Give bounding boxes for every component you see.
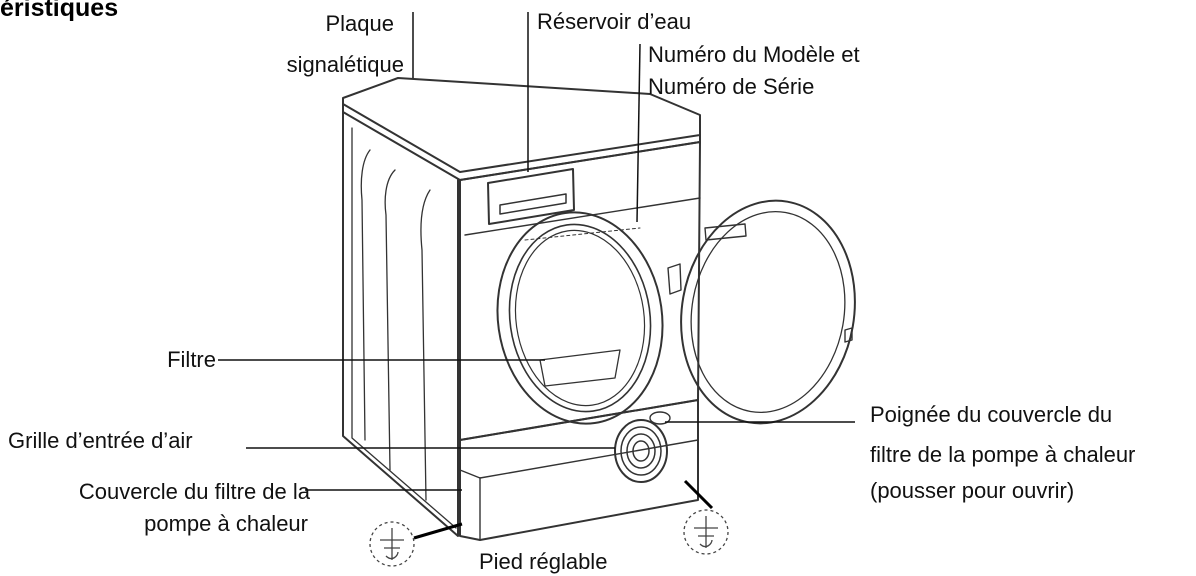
leader-pied-right [683,479,714,510]
page-heading-fragment: éristiques [0,0,119,22]
dryer-front-panel [459,141,701,441]
adjustable-foot-right [683,509,729,555]
label-grille: Grille d’entrée d’air [8,428,193,453]
dryer-side-panel [342,111,459,537]
label-plaque-line1: Plaque [325,11,394,36]
leader-pied-left [413,522,463,540]
dryer-top-panel [342,77,701,173]
label-poignee-line2: filtre de la pompe à chaleur [870,442,1136,467]
label-poignee-line3: (pousser pour ouvrir) [870,478,1075,503]
label-plaque-line2: signalétique [286,52,404,77]
label-poignee-line1: Poignée du couvercle du [870,402,1113,427]
leader-modele [636,43,641,223]
dryer-base [459,399,699,541]
adjustable-foot-left [369,521,415,567]
label-filtre: Filtre [167,347,216,372]
water-tank-drawer [487,168,575,225]
door-opening [496,211,664,425]
label-modele-line1: Numéro du Modèle et [648,42,860,67]
air-inlet-grille [614,419,668,483]
label-modele-line2: Numéro de Série [648,74,815,99]
label-couvercle-line2: pompe à chaleur [144,511,308,536]
dryer-top-edge [342,103,701,181]
heat-pump-handle [649,411,671,425]
label-reservoir: Réservoir d’eau [537,9,692,34]
label-pied: Pied réglable [479,549,608,574]
label-couvercle-line1: Couvercle du filtre de la [78,479,310,504]
